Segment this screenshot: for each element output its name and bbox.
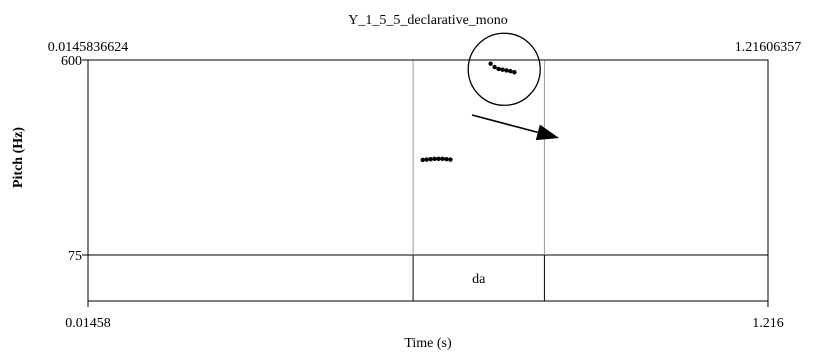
textgrid-tiers: da [88,60,768,301]
pitch-point [420,157,425,163]
chart-title: Y_1_5_5_declarative_mono [348,13,507,28]
pitch-point [444,156,449,162]
pitch-point [508,68,513,74]
pitch-point [428,156,433,162]
pitch-point [440,156,445,161]
arrow-head [535,124,560,141]
y-tick-label: 600 [61,54,82,69]
pitch-point [488,61,493,66]
x-tick-label: 0.01458 [65,316,111,331]
pitch-points [420,61,517,163]
pitch-point [448,157,453,162]
y-axis-ticks: 600 75 [61,54,88,264]
interval-label: da [472,272,486,287]
x-tick-label: 1.216 [752,316,784,331]
pitch-point [504,68,509,73]
pitch-point [496,66,501,72]
pitch-point [512,70,517,75]
arrow-shaft [471,114,539,134]
pitch-point [492,64,497,70]
y-tick-label: 75 [68,249,82,264]
x-axis-label: Time (s) [404,336,452,351]
pitch-point [436,156,441,161]
plot-frame [87,59,769,302]
pitch-point [424,157,429,162]
y-axis-label: Pitch (Hz) [11,127,26,188]
pitch-point [432,156,437,161]
annotations [467,32,560,141]
highlight-circle [467,32,541,106]
top-right-time-label: 1.21606357 [735,40,802,55]
x-axis-ticks: 0.01458 1.216 [65,301,784,331]
pitch-point [500,67,505,72]
top-left-time-label: 0.0145836624 [48,40,129,55]
